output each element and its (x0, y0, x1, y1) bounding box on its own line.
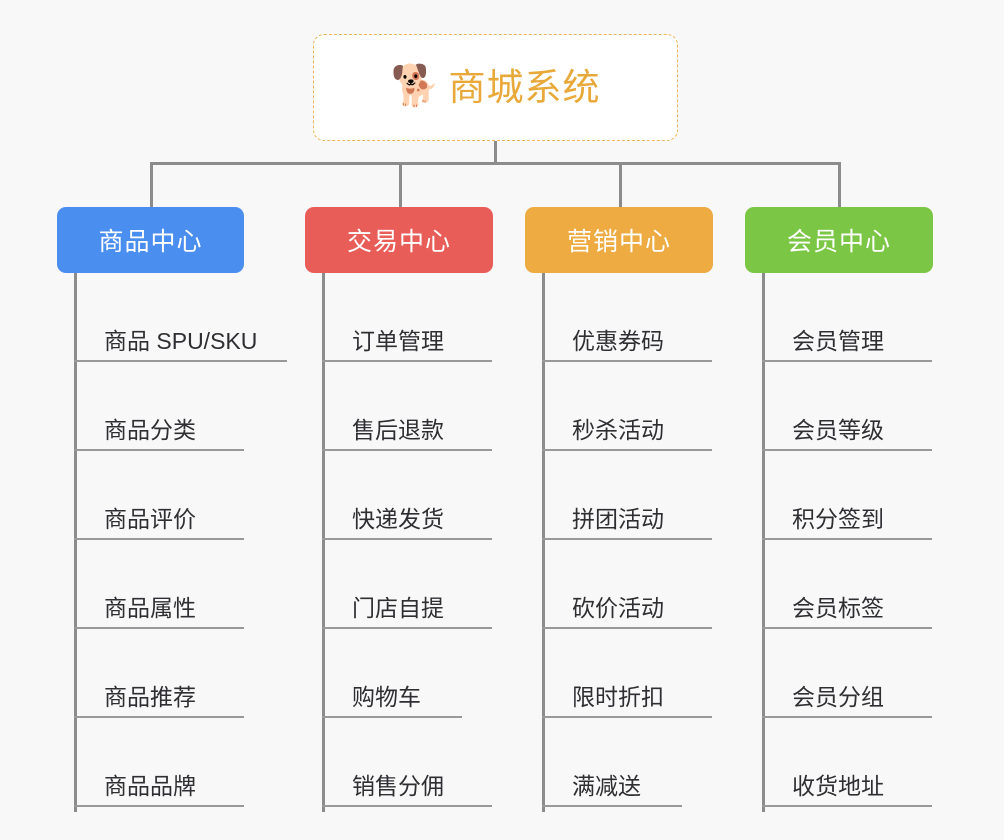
leaf-rule (74, 538, 244, 540)
leaf-label: 限时折扣 (572, 683, 664, 710)
leaf-label: 秒杀活动 (572, 416, 664, 443)
leaf-rule (762, 627, 932, 629)
leaf-item[interactable]: 商品推荐 (74, 629, 244, 718)
leaf-label: 拼团活动 (572, 505, 664, 532)
leaf-rule (542, 538, 712, 540)
branch-header-label: 交易中心 (346, 228, 451, 256)
leaf-rule (322, 627, 492, 629)
leaf-spine (762, 273, 765, 812)
leaf-item[interactable]: 购物车 (322, 629, 462, 718)
leaf-label: 商品品牌 (104, 772, 196, 799)
leaf-item[interactable]: 砍价活动 (542, 540, 712, 629)
leaf-item[interactable]: 商品品牌 (74, 718, 244, 807)
leaf-label: 会员分组 (792, 683, 884, 710)
leaf-rule (322, 449, 492, 451)
leaf-spine (322, 273, 325, 812)
branch-drop-connector-1 (150, 162, 153, 210)
leaf-rule (74, 805, 244, 807)
leaf-label: 收货地址 (792, 772, 884, 799)
leaf-rule (762, 805, 932, 807)
leaf-label: 购物车 (352, 683, 421, 710)
leaf-spine (74, 273, 77, 812)
leaf-label: 快递发货 (352, 505, 444, 532)
leaf-label: 销售分佣 (352, 772, 444, 799)
leaf-item[interactable]: 商品分类 (74, 362, 244, 451)
leaf-label: 积分签到 (792, 505, 884, 532)
leaf-rule (322, 716, 462, 718)
branch-header-trade-center[interactable]: 交易中心 (305, 207, 493, 273)
leaf-item[interactable]: 优惠券码 (542, 273, 712, 362)
leaf-item[interactable]: 收货地址 (762, 718, 932, 807)
branch-header-product-center[interactable]: 商品中心 (57, 207, 244, 273)
leaf-item[interactable]: 商品评价 (74, 451, 244, 540)
leaf-label: 商品属性 (104, 594, 196, 621)
leaf-rule (762, 538, 932, 540)
leaf-item[interactable]: 积分签到 (762, 451, 932, 540)
branch-header-marketing-center[interactable]: 营销中心 (525, 207, 713, 273)
leaf-rule (74, 449, 244, 451)
branch-drop-connector-3 (619, 162, 622, 210)
leaf-item[interactable]: 会员管理 (762, 273, 932, 362)
trunk-connector (494, 141, 497, 165)
leaf-label: 会员标签 (792, 594, 884, 621)
leaf-item[interactable]: 门店自提 (322, 540, 492, 629)
shiba-dog-icon: 🐕 (390, 63, 441, 108)
leaf-rule (542, 716, 712, 718)
leaf-rule (542, 449, 712, 451)
leaf-label: 砍价活动 (572, 594, 664, 621)
leaf-label: 售后退款 (352, 416, 444, 443)
leaf-item[interactable]: 秒杀活动 (542, 362, 712, 451)
leaf-item[interactable]: 售后退款 (322, 362, 492, 451)
leaf-label: 商品推荐 (104, 683, 196, 710)
leaf-item[interactable]: 会员分组 (762, 629, 932, 718)
root-title: 商城系统 (448, 67, 601, 108)
leaf-item[interactable]: 快递发货 (322, 451, 492, 540)
leaf-label: 商品分类 (104, 416, 196, 443)
branch-header-label: 商品中心 (98, 228, 203, 256)
leaf-item[interactable]: 商品 SPU/SKU (74, 273, 287, 362)
leaf-rule (762, 360, 932, 362)
leaf-label: 商品 SPU/SKU (104, 327, 258, 354)
leaf-item[interactable]: 限时折扣 (542, 629, 712, 718)
branch-header-label: 会员中心 (786, 228, 891, 256)
leaf-rule (542, 360, 712, 362)
leaf-label: 会员管理 (792, 327, 884, 354)
leaf-rule (74, 627, 244, 629)
leaf-item[interactable]: 会员标签 (762, 540, 932, 629)
leaf-rule (74, 716, 244, 718)
leaf-rule (322, 360, 492, 362)
leaf-item[interactable]: 满减送 (542, 718, 682, 807)
branch-header-label: 营销中心 (566, 228, 671, 256)
leaf-label: 优惠券码 (572, 327, 664, 354)
leaf-item[interactable]: 会员等级 (762, 362, 932, 451)
leaf-rule (322, 538, 492, 540)
leaf-item[interactable]: 销售分佣 (322, 718, 492, 807)
leaf-label: 会员等级 (792, 416, 884, 443)
leaf-label: 满减送 (572, 772, 641, 799)
leaf-rule (322, 805, 492, 807)
leaf-label: 商品评价 (104, 505, 196, 532)
leaf-rule (762, 449, 932, 451)
leaf-item[interactable]: 商品属性 (74, 540, 244, 629)
branch-header-member-center[interactable]: 会员中心 (745, 207, 933, 273)
leaf-rule (542, 805, 682, 807)
leaf-item[interactable]: 拼团活动 (542, 451, 712, 540)
branch-drop-connector-4 (838, 162, 841, 210)
branch-drop-connector-2 (399, 162, 402, 210)
leaf-rule (542, 627, 712, 629)
branch-bus-connector (151, 162, 841, 165)
root-node[interactable]: 🐕 商城系统 (313, 34, 678, 141)
leaf-spine (542, 273, 545, 812)
leaf-item[interactable]: 订单管理 (322, 273, 492, 362)
leaf-label: 订单管理 (352, 327, 444, 354)
leaf-label: 门店自提 (352, 594, 444, 621)
leaf-rule (762, 716, 932, 718)
leaf-rule (74, 360, 287, 362)
